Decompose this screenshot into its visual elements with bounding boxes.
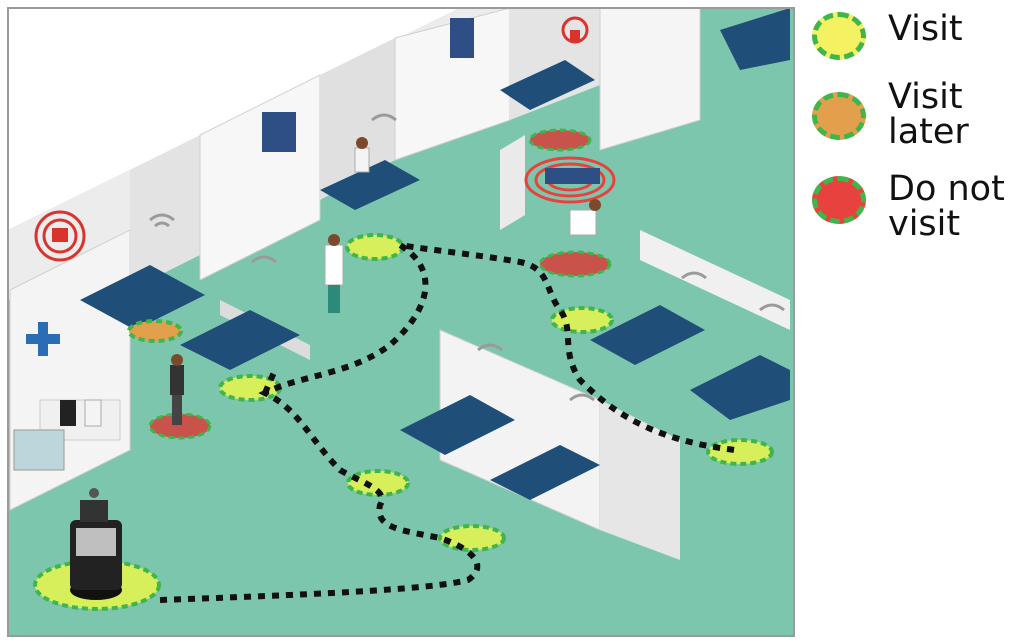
robot-icon [70, 488, 122, 600]
room-partitions [9, 8, 790, 560]
legend-swatch-visit-later [812, 92, 866, 140]
legend-label-visit: Visit [888, 9, 963, 49]
beds [80, 8, 790, 500]
medical-star-icon [26, 322, 60, 356]
do-not-visit-markers [148, 128, 612, 440]
legend-label-visit-later: Visit later [888, 77, 969, 152]
legend-swatch-visit [812, 12, 866, 60]
alarm-icon [561, 16, 589, 44]
legend-swatch-do-not-visit [812, 176, 866, 224]
legend-item-visit-later: Visit later [812, 80, 969, 150]
legend-label-do-not-visit: Do not visit [888, 169, 1005, 244]
robot-path [159, 242, 736, 603]
wifi-icon [149, 113, 785, 402]
side-table [13, 429, 65, 471]
visit-later-marker [127, 319, 183, 343]
legend-item-do-not-visit: Do not visit [812, 172, 1005, 242]
scene-frame [7, 7, 795, 637]
people [60, 137, 601, 427]
robot-path-branch [262, 368, 278, 395]
windows [262, 18, 474, 152]
alarm-icon [34, 210, 86, 262]
legend-item-visit: Visit [812, 12, 963, 60]
